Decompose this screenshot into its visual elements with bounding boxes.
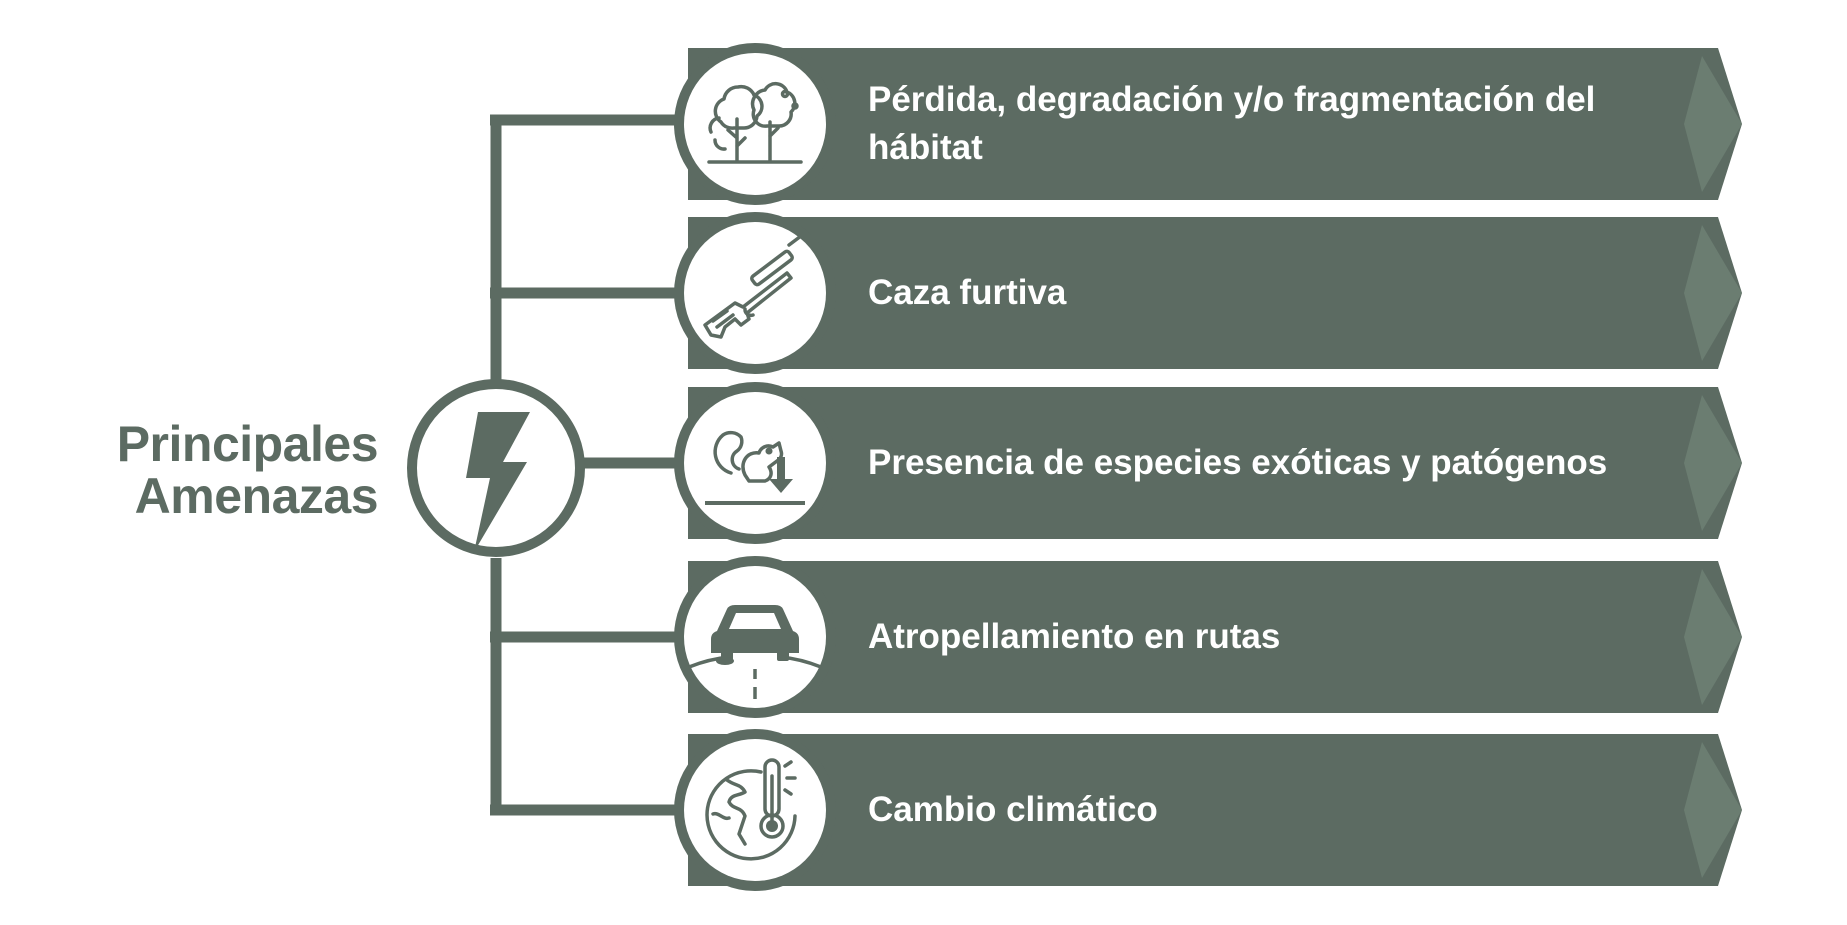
car-on-road-icon: [688, 605, 822, 699]
threat-banner-poaching: [674, 212, 1742, 374]
banner-background: [688, 561, 1742, 713]
threat-label-climate-change: Cambio climático: [868, 790, 1158, 829]
lightning-bolt-icon: [466, 412, 530, 552]
center-hub: [407, 379, 585, 557]
banner-arrow-tip: [1684, 56, 1742, 192]
banner-background: [688, 734, 1742, 886]
icon-circle: [684, 222, 826, 364]
banner-background: [688, 48, 1742, 200]
threat-banner-habitat-loss: [674, 43, 1742, 205]
icon-circle: [684, 392, 826, 534]
banner-arrow-tip: [1684, 225, 1742, 361]
banner-background: [688, 387, 1742, 539]
threat-label-invasive-species: Presencia de especies exóticas y patógen…: [868, 443, 1608, 482]
trees-icon: [707, 81, 803, 164]
threat-banner-roadkill: [674, 556, 1742, 718]
threat-label-roadkill: Atropellamiento en rutas: [868, 617, 1281, 656]
banner-arrow-tip: [1684, 742, 1742, 878]
threat-banners: [674, 43, 1742, 891]
rifle-icon: [703, 231, 807, 339]
connector-lines: [490, 114, 700, 816]
diagram-title: Principales Amenazas: [60, 416, 379, 524]
threat-banner-climate-change: [674, 729, 1742, 891]
threat-label-habitat-loss: Pérdida, degradación y/o fragmentación d…: [868, 80, 1596, 167]
banner-arrow-tip: [1684, 569, 1742, 705]
banner-background: [688, 217, 1742, 369]
globe-thermometer-icon: [705, 758, 797, 861]
threat-banner-invasive-species: [674, 382, 1742, 544]
squirrel-icon: [705, 430, 805, 505]
banner-arrow-tip: [1684, 395, 1742, 531]
title-line-2: Amenazas: [134, 468, 379, 524]
title-line-1: Principales: [116, 416, 379, 472]
threat-label-poaching: Caza furtiva: [868, 273, 1067, 312]
